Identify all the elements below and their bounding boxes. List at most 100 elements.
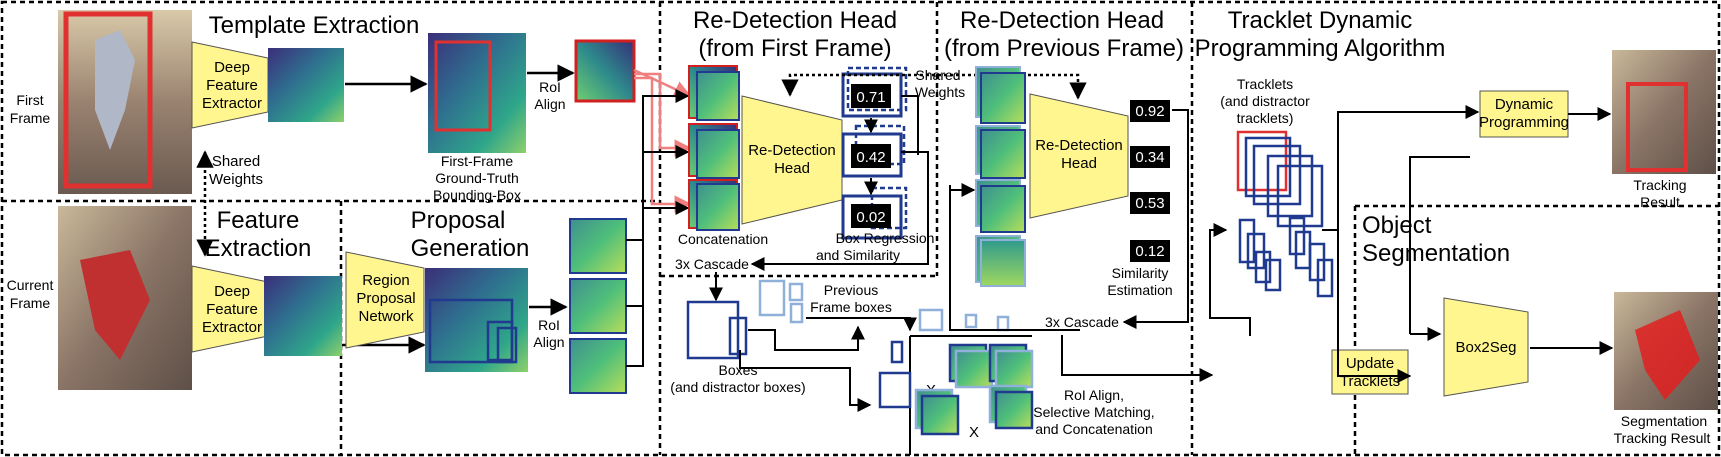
prev-boxes-label-2: Frame boxes [810,299,892,315]
feature-map-first [268,48,344,122]
cascade-left-label: 3x Cascade [675,256,749,272]
roi-selective-label-1: RoI Align, [1064,387,1124,403]
section-title-redetect-first-2: (from First Frame) [698,35,891,62]
tracklets-label-2: (and distractor [1220,93,1310,109]
roi-bottom-label-1: RoI [538,317,560,333]
dfe-bottom-label-3: Extractor [202,319,262,336]
roi-top-label-1: RoI [539,79,561,95]
rpn-label-3: Network [358,308,414,325]
section-title-segmentation-2: Segmentation [1362,240,1510,267]
rpn-label-1: Region [362,272,410,289]
score-prev-2: 0.34 [1135,149,1164,166]
roi-selective-label-3: and Concatenation [1035,421,1153,437]
cascade-left-arrow [750,151,929,271]
tracklet-boxes [1236,130,1334,298]
gt-label-3: Bounding-Box [433,187,521,203]
gt-box-on-feature [434,40,492,132]
previous-frame-boxes [758,279,804,324]
current-frame-label-1: Current [7,277,54,293]
score-boxes-prev [1130,100,1170,262]
similarity-label-2: Estimation [1107,282,1172,298]
tracking-result-box [1626,82,1688,172]
roi-top-label-2: Align [534,96,565,112]
score-prev-3: 0.53 [1135,195,1164,212]
boxes-to-matrix-lines [739,317,917,412]
section-title-tracklet-2: Programming Algorithm [1195,35,1446,62]
update-tracklets-label-2: Tracklets [1340,373,1400,390]
dancer-figure-bottom [80,250,150,360]
section-title-proposal-1: Proposal [411,207,506,234]
seg-result-label-1: Segmentation [1621,413,1707,429]
box-large [686,300,740,360]
cascade-to-update-arrow [1061,335,1214,382]
matrix-cells [914,343,1034,436]
tracking-result-label-2: Result [1640,194,1680,210]
concat-stacks [688,65,740,231]
seg-result-label-2: Tracking Result [1614,430,1711,446]
dfe-top-label-3: Extractor [202,95,262,112]
gt-label-2: Ground-Truth [435,170,519,186]
section-title-segmentation-1: Object [1362,212,1432,239]
shared-weights-left-2: Weights [209,171,263,188]
score-prev-4: 0.12 [1135,243,1164,260]
rdh-first-label-2: Head [774,160,810,177]
section-title-proposal-2: Generation [411,235,530,262]
dp-label-2: Programming [1479,114,1569,131]
dynamic-programming-block [1479,90,1569,138]
template-crop [574,39,636,103]
section-title-template-extraction: Template Extraction [209,12,420,39]
proposal-to-concat-lines [626,89,690,367]
current-frame-label-2: Frame [10,295,51,311]
rdh-prev-label-1: Re-Detection [1035,137,1123,154]
concatenation-label: Concatenation [678,231,768,247]
gt-label-1: First-Frame [441,153,514,169]
shared-weights-arrow-top [781,73,1087,100]
shared-weights-top-2: Weights [915,84,965,100]
tracklets-to-update-line [1209,229,1251,336]
rdh-prev-label-2: Head [1061,155,1097,172]
tracklets-label-1: Tracklets [1237,76,1293,92]
feature-map-gt [428,33,526,153]
similarity-label-1: Similarity [1112,265,1169,281]
rdh-first-label-1: Re-Detection [748,142,836,159]
section-title-tracklet-1: Tracklet Dynamic [1228,7,1412,34]
dancer-figure-top [95,30,135,150]
score-first-3: 0.02 [856,209,885,226]
shared-weights-top-1: Shared [915,67,960,83]
box-small [728,316,748,356]
boxes-label-2: (and distractor boxes) [670,379,805,395]
box-regression-label-1: Box Regression [836,230,935,246]
dfe-top-label-1: Deep [214,59,250,76]
proposal-boxes [428,298,518,364]
section-title-redetect-first-1: Re-Detection Head [693,7,897,34]
score-first-2: 0.42 [856,149,885,166]
rpn-block [345,251,425,349]
segmentation-mask [1635,310,1700,400]
section-title-redetect-prev-2: (from Previous Frame) [944,35,1184,62]
first-frame-label-2: Frame [10,110,51,126]
cascade-right-label: 3x Cascade [1045,314,1119,330]
box2seg-block [1443,297,1529,397]
matrix-to-prev-line [949,185,1080,331]
shared-weights-left-1: Shared [212,153,260,170]
boxes-label-1: Boxes [719,362,758,378]
matrix-cross-2: X [969,424,979,441]
box2seg-label: Box2Seg [1456,339,1517,356]
roi-selective-label-2: Selective Matching, [1033,404,1154,420]
matrix-header-boxes [878,308,1010,409]
first-frame-label-1: First [16,92,43,108]
section-title-redetect-prev-1: Re-Detection Head [960,7,1164,34]
box-regression-label-2: and Similarity [816,247,900,263]
prev-boxes-label-1: Previous [824,282,878,298]
cascade-right-arrow [1122,109,1189,329]
dfe-bottom-label-2: Feature [206,301,258,318]
rpn-label-2: Proposal [356,290,415,307]
update-tracklets-label-1: Update [1346,355,1394,372]
roi-bottom-label-2: Align [533,334,564,350]
dfe-top-label-2: Feature [206,77,258,94]
prev-feature-stacks [975,66,1026,287]
tracklets-label-3: tracklets) [1237,110,1294,126]
score-first-1: 0.71 [856,89,885,106]
